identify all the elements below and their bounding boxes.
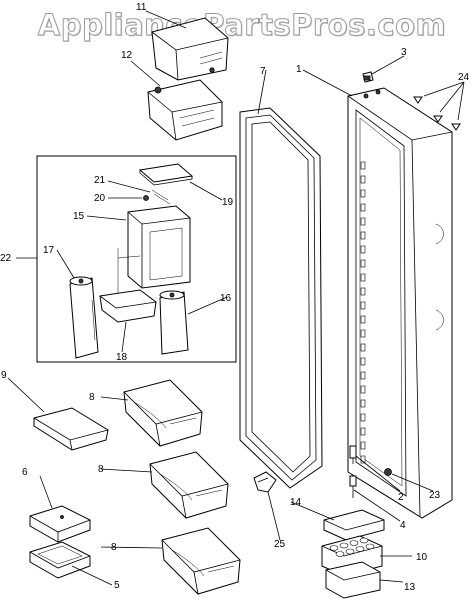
part-2-hinge-pin [349, 445, 357, 464]
door-stud [360, 427, 366, 436]
egg-cup [329, 545, 339, 551]
egg-cup [345, 548, 355, 555]
callout-13: 13 [404, 582, 416, 593]
part-3-hinge-cap [362, 71, 374, 83]
part-8-bin-upper [123, 379, 203, 447]
callout-14: 14 [290, 497, 302, 508]
part-11-cover [151, 17, 229, 81]
callout-6: 6 [22, 467, 28, 478]
part-13-tray-bin [325, 561, 381, 599]
callout-3: 3 [401, 47, 407, 58]
callout-8-middle: 8 [98, 464, 104, 475]
door-stud [360, 217, 366, 226]
watermark-logo: AppliancePartsPros.com [37, 8, 447, 43]
callout-9: 9 [1, 370, 7, 381]
door-stud [360, 413, 366, 422]
callout-4: 4 [400, 520, 406, 531]
door-stud [360, 175, 366, 184]
door-stud [360, 399, 366, 408]
part-24-screws [413, 96, 461, 131]
egg-cup [355, 546, 365, 552]
egg-cup [365, 543, 375, 550]
egg-cup [335, 551, 345, 557]
callout-15: 15 [73, 211, 85, 222]
leader-lines [7, 10, 465, 586]
egg-cup [349, 540, 359, 546]
part-19-lid [138, 163, 194, 186]
egg-cup [359, 537, 369, 544]
callout-10: 10 [416, 552, 428, 563]
door-stud [360, 357, 366, 366]
callout-2: 2 [398, 492, 404, 503]
callout-12: 12 [121, 50, 133, 61]
callout-22: 22 [0, 253, 12, 264]
part-14-tray-cover [323, 509, 385, 541]
part-16-canister [159, 290, 189, 355]
part-23-bushing [384, 468, 392, 476]
door-stud [360, 315, 366, 324]
part-9-shelf [33, 407, 109, 451]
callout-labels: 11 12 3 24 1 7 21 20 15 19 22 17 16 18 9… [0, 2, 470, 593]
callout-5: 5 [114, 580, 120, 591]
part-17-canister [69, 276, 99, 359]
part-15-housing [117, 205, 191, 318]
callout-7: 7 [260, 66, 266, 77]
part-6-box-cover [29, 505, 91, 543]
part-25-clip [253, 471, 277, 493]
door-stud [360, 287, 366, 296]
callout-19: 19 [222, 197, 234, 208]
part-5-box-tray [29, 541, 91, 579]
door-shelf-studs [360, 161, 366, 464]
part-22-dispenser-group-frame [36, 155, 237, 363]
door-stud [360, 343, 366, 352]
door-stud [360, 245, 366, 254]
callout-23: 23 [429, 490, 441, 501]
callout-20: 20 [94, 193, 106, 204]
part-18-tray [99, 289, 157, 323]
part-4-hinge-screw [349, 475, 357, 498]
callout-18: 18 [116, 352, 128, 363]
part-8-bin-lower [161, 527, 241, 595]
part-21-spring [151, 189, 171, 205]
door-stud [360, 371, 366, 380]
egg-cup [339, 542, 349, 549]
door-stud [360, 329, 366, 338]
callout-16: 16 [220, 293, 232, 304]
callout-17: 17 [43, 245, 55, 256]
door-stud [360, 441, 366, 450]
part-7-gasket [239, 107, 323, 489]
callout-8-lower: 8 [111, 542, 117, 553]
door-stud [360, 231, 366, 240]
door-stud [360, 273, 366, 282]
door-stud [360, 385, 366, 394]
callout-8-upper: 8 [89, 392, 95, 403]
part-1-door [347, 87, 453, 519]
door-stud [360, 161, 366, 170]
callout-21: 21 [94, 175, 106, 186]
door-stud [360, 189, 366, 198]
callout-24: 24 [458, 72, 470, 83]
door-stud [360, 259, 366, 268]
part-8-bin-middle [149, 451, 229, 519]
part-12-bin [147, 79, 223, 141]
callout-1: 1 [296, 64, 302, 75]
callout-11: 11 [136, 2, 147, 13]
callout-25: 25 [274, 539, 286, 550]
door-stud [360, 203, 366, 212]
door-stud [360, 301, 366, 310]
